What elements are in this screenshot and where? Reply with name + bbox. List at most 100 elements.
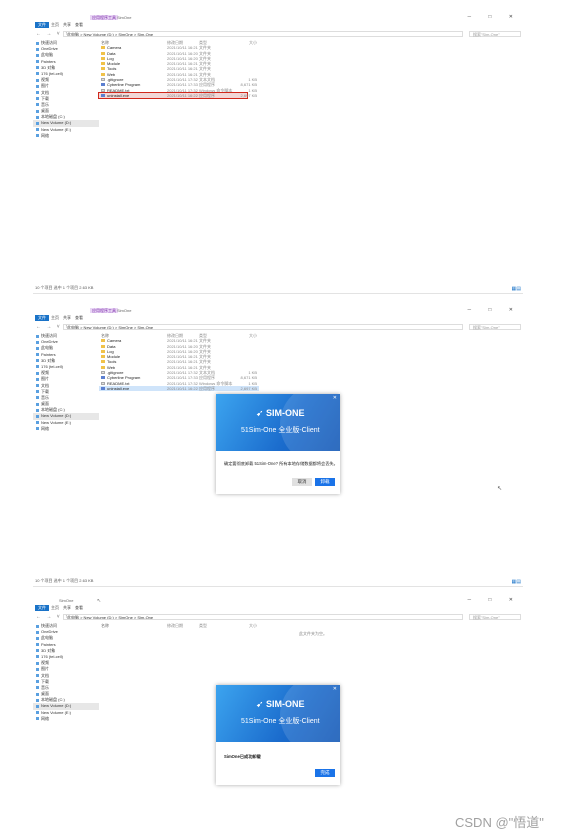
- nav-item[interactable]: 本地磁盘 (C:): [33, 114, 99, 120]
- close-icon[interactable]: ✕: [332, 395, 337, 401]
- col-date[interactable]: 修改日期: [167, 40, 183, 45]
- nav-item[interactable]: 本地磁盘 (C:): [33, 407, 99, 413]
- context-tab[interactable]: 应用程序工具: [90, 308, 118, 313]
- nav-item[interactable]: 桌面: [33, 401, 99, 407]
- quick-access-toolbar[interactable]: [35, 308, 50, 321]
- col-date[interactable]: 修改日期: [167, 333, 183, 338]
- nav-item[interactable]: 图片: [33, 376, 99, 382]
- nav-item[interactable]: 本地磁盘 (C:): [33, 697, 99, 703]
- nav-item[interactable]: 桌面: [33, 691, 99, 697]
- nav-item[interactable]: Painters: [33, 59, 99, 65]
- search-input[interactable]: 搜索"Sim-One": [469, 324, 521, 330]
- tab-share[interactable]: 共享: [63, 22, 71, 27]
- nav-item[interactable]: 网络: [33, 716, 99, 722]
- quick-access-toolbar[interactable]: [35, 598, 50, 611]
- quick-access-toolbar[interactable]: [35, 15, 50, 28]
- nav-item[interactable]: 3D 对象: [33, 648, 99, 654]
- tab-file[interactable]: 文件: [35, 315, 49, 321]
- nav-item[interactable]: OneDrive: [33, 339, 99, 345]
- view-toggle-icon[interactable]: ▦▤: [511, 286, 521, 292]
- col-size[interactable]: 大小: [249, 623, 257, 628]
- col-size[interactable]: 大小: [249, 40, 257, 45]
- window-controls[interactable]: ─ □ ✕: [467, 14, 521, 20]
- nav-item[interactable]: 下载: [33, 96, 99, 102]
- nav-item[interactable]: New Volume (D:): [33, 120, 99, 127]
- tab-share[interactable]: 共享: [63, 315, 71, 320]
- address-bar[interactable]: 此电脑 > New Volume (D:) > SimOne > Sim-One: [63, 31, 463, 37]
- nav-item[interactable]: 快速访问: [33, 333, 99, 339]
- nav-item[interactable]: 音乐: [33, 395, 99, 401]
- nav-item[interactable]: 此电脑: [33, 345, 99, 351]
- nav-item[interactable]: 图片: [33, 83, 99, 89]
- col-name[interactable]: 名称: [101, 333, 109, 338]
- search-input[interactable]: 搜索"Sim-One": [469, 31, 521, 37]
- nav-item[interactable]: 音乐: [33, 685, 99, 691]
- nav-item[interactable]: 桌面: [33, 108, 99, 114]
- nav-item[interactable]: 快速访问: [33, 40, 99, 46]
- nav-item[interactable]: 图片: [33, 666, 99, 672]
- close-icon[interactable]: ✕: [332, 686, 337, 692]
- nav-arrows-icon[interactable]: ← → ˅ ↑: [36, 614, 70, 620]
- col-type[interactable]: 类型: [199, 333, 207, 338]
- tab-home[interactable]: 主页: [51, 22, 59, 27]
- nav-item[interactable]: 176 (tel-cell): [33, 654, 99, 660]
- col-date[interactable]: 修改日期: [167, 623, 183, 628]
- nav-item[interactable]: Painters: [33, 352, 99, 358]
- nav-arrows-icon[interactable]: ← → ˅ ↑: [36, 324, 70, 330]
- tab-view[interactable]: 查看: [75, 315, 83, 320]
- nav-item[interactable]: OneDrive: [33, 629, 99, 635]
- nav-item[interactable]: 网络: [33, 133, 99, 139]
- nav-item[interactable]: 文档: [33, 90, 99, 96]
- col-type[interactable]: 类型: [199, 40, 207, 45]
- nav-arrows-icon[interactable]: ← → ˅ ↑: [36, 31, 70, 37]
- nav-item[interactable]: 网络: [33, 426, 99, 432]
- tab-file[interactable]: 文件: [35, 22, 49, 28]
- nav-item[interactable]: 此电脑: [33, 635, 99, 641]
- address-bar[interactable]: 此电脑 > New Volume (D:) > SimOne > Sim-One: [63, 324, 463, 330]
- nav-item[interactable]: New Volume (E:): [33, 127, 99, 133]
- col-type[interactable]: 类型: [199, 623, 207, 628]
- nav-item[interactable]: 文档: [33, 673, 99, 679]
- nav-item[interactable]: 此电脑: [33, 52, 99, 58]
- tab-home[interactable]: 主页: [51, 605, 59, 610]
- tab-view[interactable]: 查看: [75, 605, 83, 610]
- context-tab[interactable]: 应用程序工具: [90, 15, 118, 20]
- col-name[interactable]: 名称: [101, 40, 109, 45]
- nav-item[interactable]: New Volume (E:): [33, 420, 99, 426]
- nav-item[interactable]: 下载: [33, 679, 99, 685]
- nav-item[interactable]: 3D 对象: [33, 358, 99, 364]
- nav-item[interactable]: 文档: [33, 383, 99, 389]
- nav-item[interactable]: 3D 对象: [33, 65, 99, 71]
- nav-item[interactable]: 176 (tel-cell): [33, 364, 99, 370]
- nav-item[interactable]: New Volume (D:): [33, 413, 99, 420]
- nav-item[interactable]: 快速访问: [33, 623, 99, 629]
- window-controls[interactable]: ─ □ ✕: [467, 597, 521, 603]
- tab-file[interactable]: 文件: [35, 605, 49, 611]
- nav-item[interactable]: Painters: [33, 642, 99, 648]
- address-bar[interactable]: 此电脑 > New Volume (D:) > SimOne > Sim-One: [63, 614, 463, 620]
- nav-item[interactable]: 下载: [33, 389, 99, 395]
- nav-item[interactable]: 音乐: [33, 102, 99, 108]
- view-toggle-icon[interactable]: ▦▤: [511, 579, 521, 585]
- nav-item[interactable]: 视频: [33, 77, 99, 83]
- nav-item[interactable]: 视频: [33, 370, 99, 376]
- tab-view[interactable]: 查看: [75, 22, 83, 27]
- window-controls[interactable]: ─ □ ✕: [467, 307, 521, 313]
